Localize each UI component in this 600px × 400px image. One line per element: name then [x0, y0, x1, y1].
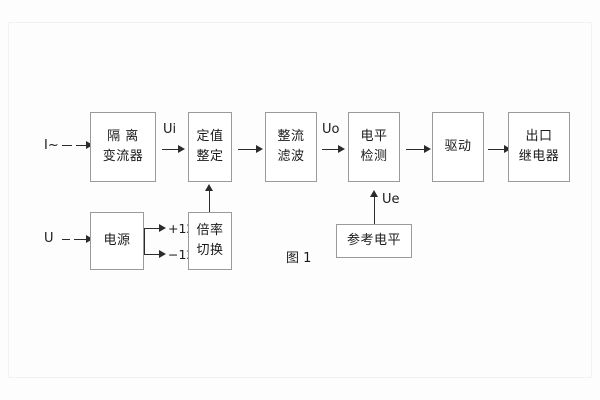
block-power-supply[interactable]: 电源	[90, 212, 144, 270]
current-input-line	[76, 145, 88, 146]
block-drive[interactable]: 驱动	[432, 112, 484, 182]
block-setting[interactable]: 定值 整定	[188, 112, 232, 182]
diagram-frame	[8, 22, 592, 378]
rail-positive-line	[145, 228, 161, 229]
multiplier-to-setting-arrowhead	[205, 184, 213, 191]
voltage-input-arrowhead	[86, 235, 93, 243]
block-level-detect-line-1: 电平	[360, 128, 388, 144]
voltage-input-line	[74, 239, 88, 240]
block-drive-line-1: 驱动	[444, 138, 472, 154]
signal-uo-line	[322, 149, 340, 150]
block-rectify[interactable]: 整流 滤波	[265, 112, 317, 182]
block-power-supply-line-1: 电源	[103, 232, 131, 248]
rail-positive-arrowhead	[159, 224, 166, 232]
signal-uo-arrowhead	[338, 145, 345, 153]
signal-ui-line	[162, 149, 180, 150]
signal-ue-label: Ue	[382, 192, 400, 207]
signal-ui-label: Ui	[163, 122, 177, 137]
drive-to-output-line	[488, 149, 506, 150]
current-input-lead	[62, 145, 72, 146]
signal-ue-line	[374, 196, 375, 224]
drive-to-output-arrowhead	[504, 145, 511, 153]
block-level-detect[interactable]: 电平 检测	[348, 112, 400, 182]
block-output-relay-line-1: 出口	[525, 128, 553, 144]
setting-to-rectify-arrowhead	[256, 145, 263, 153]
block-setting-line-1: 定值	[196, 128, 224, 144]
power-supply-rail-bus	[144, 228, 145, 255]
signal-ue-arrowhead	[370, 190, 378, 197]
block-multiplier-switch[interactable]: 倍率 切换	[188, 212, 232, 270]
voltage-input-lead	[62, 239, 70, 240]
block-output-relay-line-2: 继电器	[518, 149, 560, 164]
block-reference-level-line-1: 参考电平	[346, 232, 401, 248]
figure-caption: 图 1	[286, 251, 312, 266]
block-output-relay[interactable]: 出口 继电器	[508, 112, 570, 182]
block-setting-line-2: 整定	[196, 149, 224, 164]
rail-negative-arrowhead	[159, 250, 166, 258]
block-multiplier-switch-line-2: 切换	[196, 243, 224, 258]
signal-ui-arrowhead	[178, 145, 185, 153]
level-detect-to-drive-line	[406, 149, 426, 150]
block-rectify-line-2: 滤波	[277, 149, 305, 164]
voltage-input-label: U	[44, 231, 54, 246]
block-reference-level[interactable]: 参考电平	[336, 224, 412, 258]
block-isolation-line-1: 隔 离	[107, 128, 139, 144]
current-input-label: I~	[44, 138, 59, 153]
block-level-detect-line-2: 检测	[360, 149, 388, 164]
block-isolation-line-2: 变流器	[102, 149, 144, 164]
setting-to-rectify-line	[238, 149, 258, 150]
block-multiplier-switch-line-1: 倍率	[196, 222, 224, 238]
level-detect-to-drive-arrowhead	[424, 145, 431, 153]
signal-uo-label: Uo	[322, 122, 340, 137]
block-isolation[interactable]: 隔 离 变流器	[90, 112, 156, 182]
current-input-arrowhead	[86, 141, 93, 149]
multiplier-to-setting-line	[209, 190, 210, 212]
block-rectify-line-1: 整流	[277, 128, 305, 144]
rail-negative-line	[145, 254, 161, 255]
